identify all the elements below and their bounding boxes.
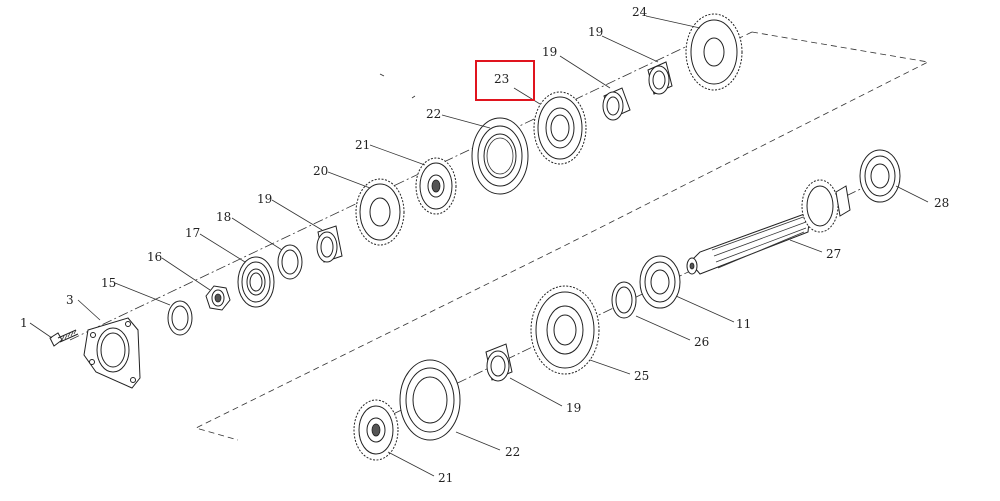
callout-19-a: 19 (257, 192, 272, 206)
bearing-part-11 (639, 255, 681, 309)
callout-24: 24 (632, 5, 648, 19)
callout-11: 11 (736, 317, 751, 331)
callout-1: 1 (20, 316, 28, 330)
bushing-part-19-b (602, 87, 631, 121)
gear-part-20 (355, 178, 405, 246)
callout-25: 25 (634, 369, 649, 383)
bushing-part-19-d (485, 343, 513, 382)
stray-mark (379, 73, 385, 77)
gear-part-25 (530, 285, 600, 375)
shaft-part-27 (686, 179, 851, 275)
callout-28: 28 (934, 196, 949, 210)
callout-27: 27 (826, 247, 841, 261)
callout-15: 15 (101, 276, 116, 290)
washer-part-15 (167, 300, 193, 336)
synchro-ring-part-22-a (471, 117, 529, 195)
callout-26: 26 (694, 335, 709, 349)
gear-part-21-a (415, 157, 457, 215)
callout-21-b: 21 (438, 471, 453, 485)
callout-19-b: 19 (542, 45, 557, 59)
bolt-part-1 (49, 329, 79, 347)
callout-3: 3 (66, 293, 74, 307)
synchro-ring-part-22-b (399, 359, 461, 441)
stray-mark (411, 95, 416, 99)
callout-18: 18 (216, 210, 231, 224)
callout-23: 23 (494, 72, 509, 86)
callout-21-a: 21 (355, 138, 370, 152)
callout-17: 17 (185, 226, 200, 240)
callout-22-a: 22 (426, 107, 441, 121)
callout-16: 16 (147, 250, 162, 264)
bearing-part-17 (237, 256, 275, 308)
leader-lines (29, 15, 929, 477)
callout-22-b: 22 (505, 445, 520, 459)
bushing-part-19-c (647, 61, 673, 95)
callout-19-d: 19 (566, 401, 581, 415)
ring-part-18 (277, 244, 303, 280)
ring-part-26 (611, 281, 637, 319)
callout-19-c: 19 (588, 25, 603, 39)
cover-plate-part-3 (83, 317, 141, 389)
bearing-part-28 (859, 149, 901, 203)
gear-part-24 (685, 13, 743, 91)
bushing-part-19-a (316, 225, 343, 263)
callout-labels: 1 3 15 16 17 18 19 20 21 22 23 19 19 24 … (20, 5, 949, 485)
gear-part-21-b (353, 399, 399, 461)
callout-20: 20 (313, 164, 328, 178)
nut-part-16 (205, 285, 231, 311)
gear-part-23 (533, 91, 587, 165)
callout-23-highlight (475, 60, 535, 101)
